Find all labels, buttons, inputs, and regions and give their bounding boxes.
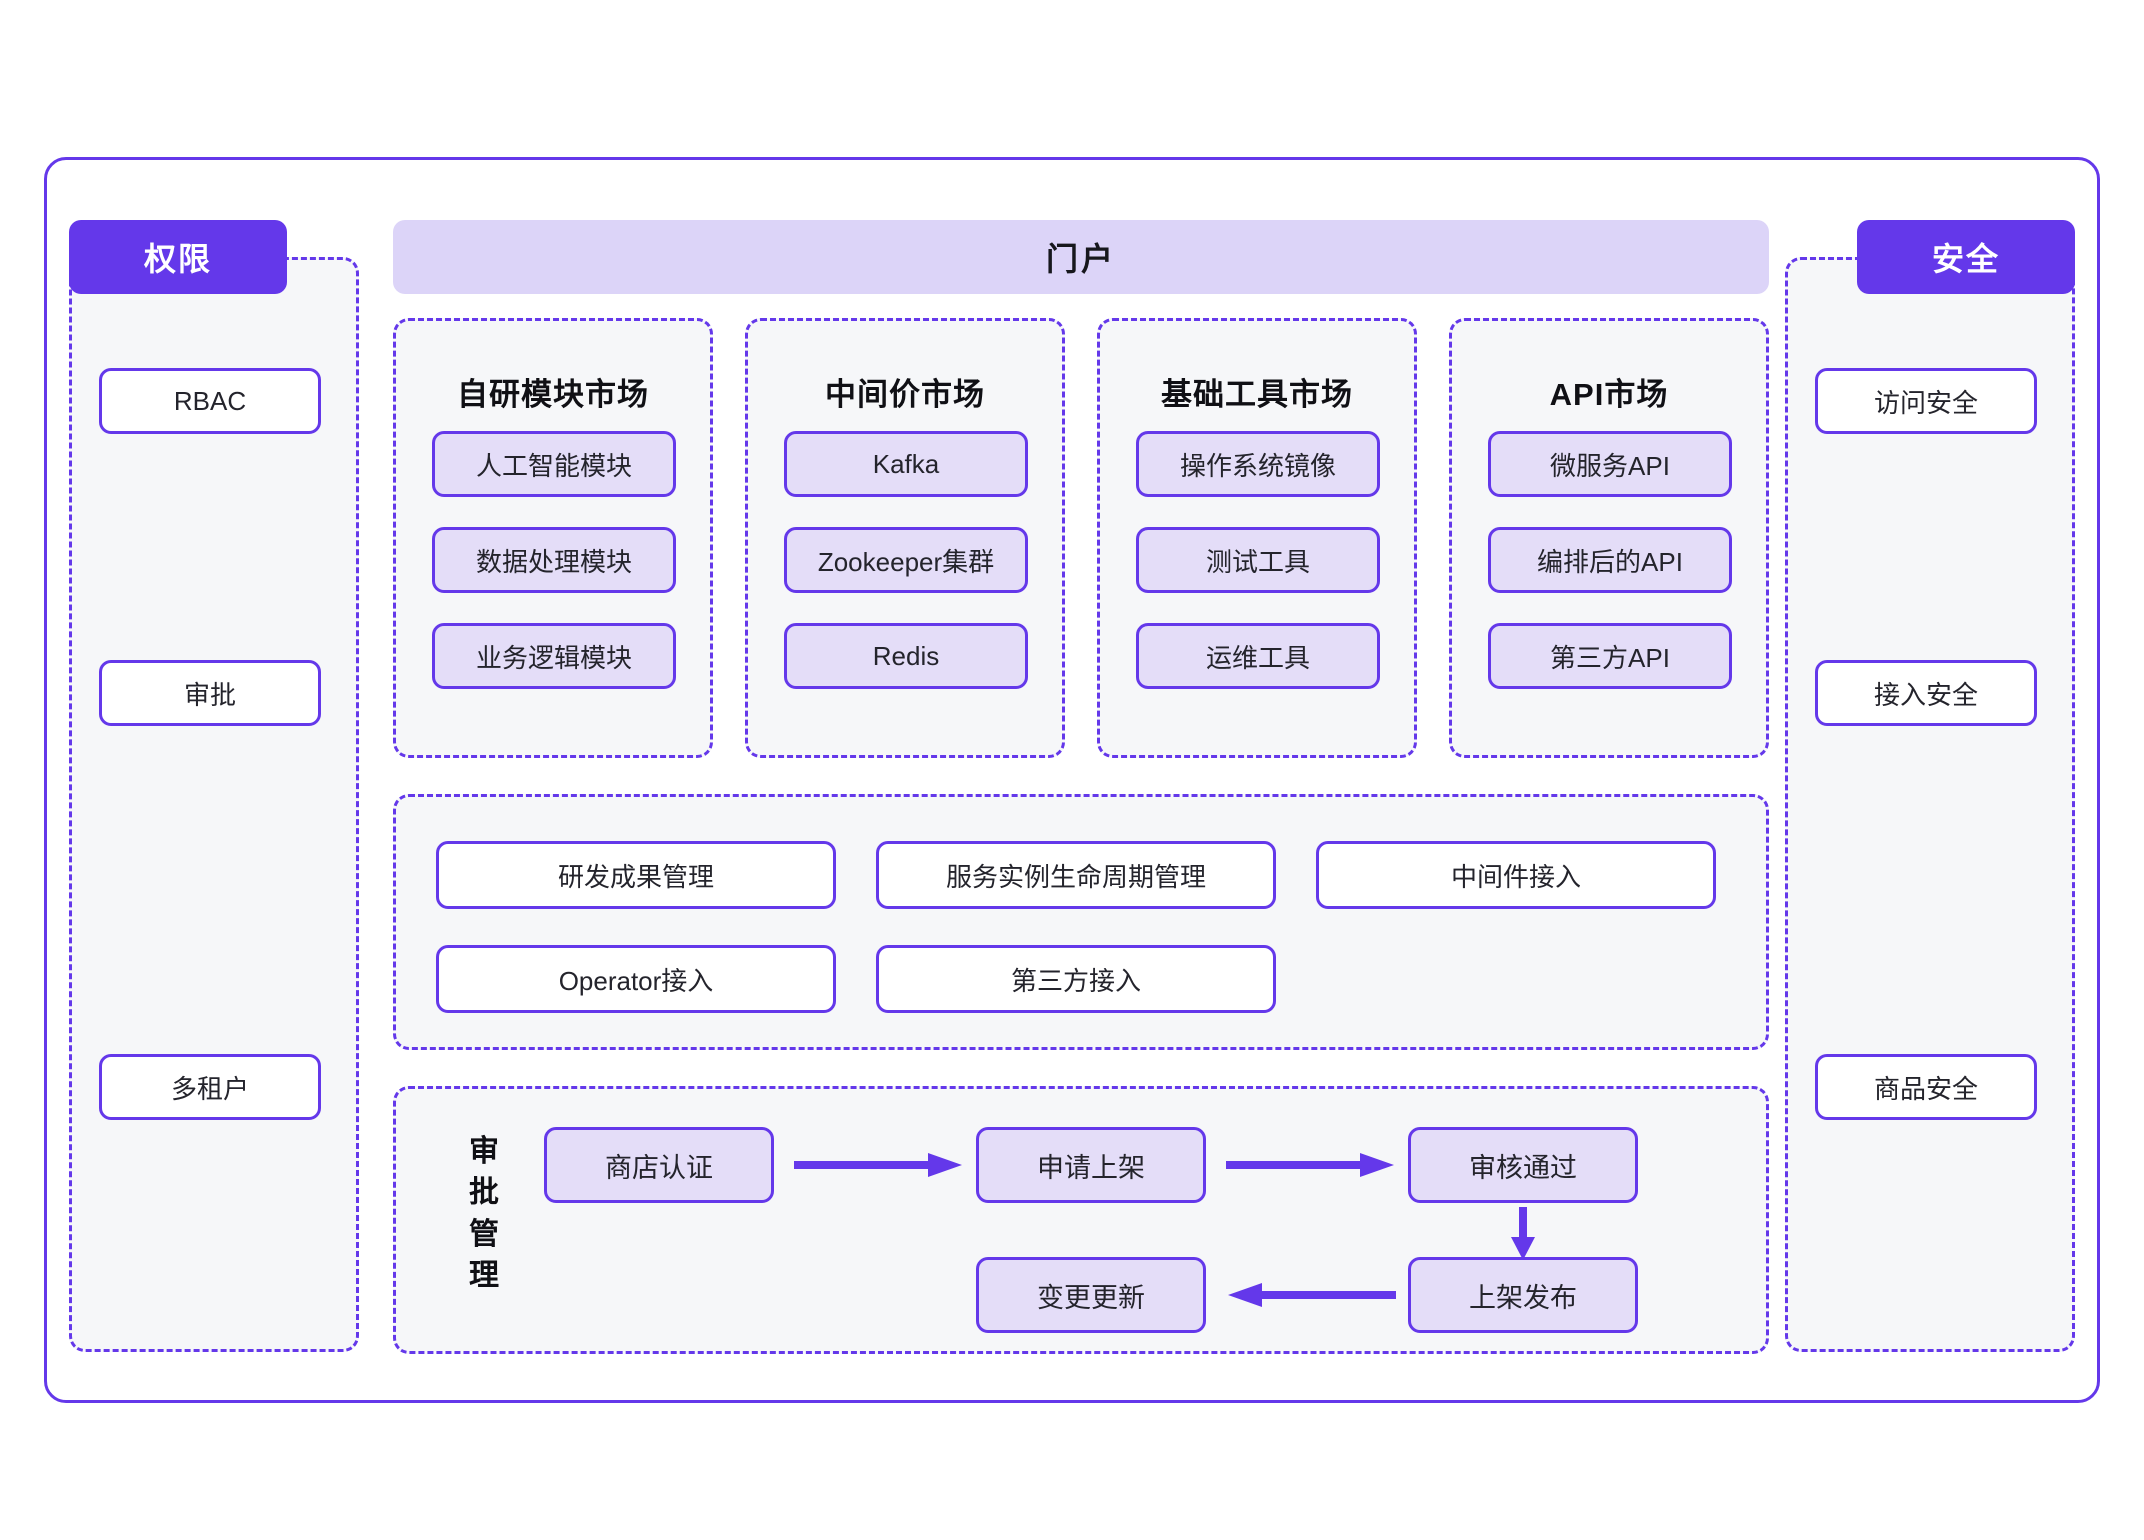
flow-node-review-passed[interactable]: 审核通过 — [1408, 1127, 1638, 1203]
portal-banner: 门户 — [393, 220, 1769, 294]
right-panel-header: 安全 — [1857, 220, 2075, 294]
approval-band: 审 批 管 理 商店认证 申请上架 审核通过 上架发布 变更更新 — [393, 1086, 1769, 1354]
market-title: 基础工具市场 — [1161, 377, 1353, 412]
market-title: API市场 — [1549, 377, 1669, 412]
flow-arrow-left — [1228, 1283, 1396, 1307]
permissions-item-approval[interactable]: 审批 — [99, 660, 321, 726]
security-item-product[interactable]: 商品安全 — [1815, 1054, 2037, 1120]
market-item[interactable]: 数据处理模块 — [432, 527, 676, 593]
market-item[interactable]: 测试工具 — [1136, 527, 1380, 593]
left-panel-header: 权限 — [69, 220, 287, 294]
market-item[interactable]: 操作系统镜像 — [1136, 431, 1380, 497]
flow-node-publish-listing[interactable]: 上架发布 — [1408, 1257, 1638, 1333]
permissions-item-multitenant[interactable]: 多租户 — [99, 1054, 321, 1120]
service-item-third-party[interactable]: 第三方接入 — [876, 945, 1276, 1013]
flow-node-store-certification[interactable]: 商店认证 — [544, 1127, 774, 1203]
service-item-operator[interactable]: Operator接入 — [436, 945, 836, 1013]
permissions-item-rbac[interactable]: RBAC — [99, 368, 321, 434]
market-item[interactable]: Zookeeper集群 — [784, 527, 1028, 593]
service-item-rnd-assets[interactable]: 研发成果管理 — [436, 841, 836, 909]
approval-label-char-2: 批 — [469, 1176, 499, 1210]
approval-label-char-1: 审 — [469, 1135, 499, 1168]
flow-arrow-down — [1511, 1207, 1535, 1260]
market-column-middleware: 中间价市场 Kafka Zookeeper集群 Redis — [745, 318, 1065, 758]
market-item[interactable]: 编排后的API — [1488, 527, 1732, 593]
market-item[interactable]: Redis — [784, 623, 1028, 689]
services-band: 研发成果管理 服务实例生命周期管理 中间件接入 Operator接入 第三方接入 — [393, 794, 1769, 1050]
flow-node-change-update[interactable]: 变更更新 — [976, 1257, 1206, 1333]
market-item[interactable]: 运维工具 — [1136, 623, 1380, 689]
security-item-ingress[interactable]: 接入安全 — [1815, 660, 2037, 726]
approval-label-char-3: 管 — [469, 1217, 499, 1251]
flow-node-apply-listing[interactable]: 申请上架 — [976, 1127, 1206, 1203]
flow-arrow-right-1 — [794, 1153, 962, 1177]
security-panel: 访问安全 接入安全 商品安全 — [1785, 257, 2075, 1352]
market-column-api: API市场 微服务API 编排后的API 第三方API — [1449, 318, 1769, 758]
market-item[interactable]: 第三方API — [1488, 623, 1732, 689]
market-title: 自研模块市场 — [457, 377, 649, 412]
permissions-panel: RBAC 审批 多租户 — [69, 257, 359, 1352]
security-item-access[interactable]: 访问安全 — [1815, 368, 2037, 434]
service-item-lifecycle[interactable]: 服务实例生命周期管理 — [876, 841, 1276, 909]
market-title: 中间价市场 — [825, 377, 985, 412]
market-item[interactable]: 业务逻辑模块 — [432, 623, 676, 689]
market-column-base-tools: 基础工具市场 操作系统镜像 测试工具 运维工具 — [1097, 318, 1417, 758]
flow-arrow-right-2 — [1226, 1153, 1394, 1177]
market-item[interactable]: 人工智能模块 — [432, 431, 676, 497]
market-item[interactable]: 微服务API — [1488, 431, 1732, 497]
service-item-middleware[interactable]: 中间件接入 — [1316, 841, 1716, 909]
approval-section-label: 审 批 管 理 — [462, 1131, 506, 1297]
market-column-inhouse-modules: 自研模块市场 人工智能模块 数据处理模块 业务逻辑模块 — [393, 318, 713, 758]
market-item[interactable]: Kafka — [784, 431, 1028, 497]
architecture-frame: 门户 权限 RBAC 审批 多租户 安全 访问安全 接入安全 商品安全 自研模块… — [44, 157, 2100, 1403]
right-panel-header-label: 安全 — [1931, 241, 2000, 277]
left-panel-header-label: 权限 — [143, 241, 212, 277]
approval-label-char-4: 理 — [469, 1259, 499, 1293]
